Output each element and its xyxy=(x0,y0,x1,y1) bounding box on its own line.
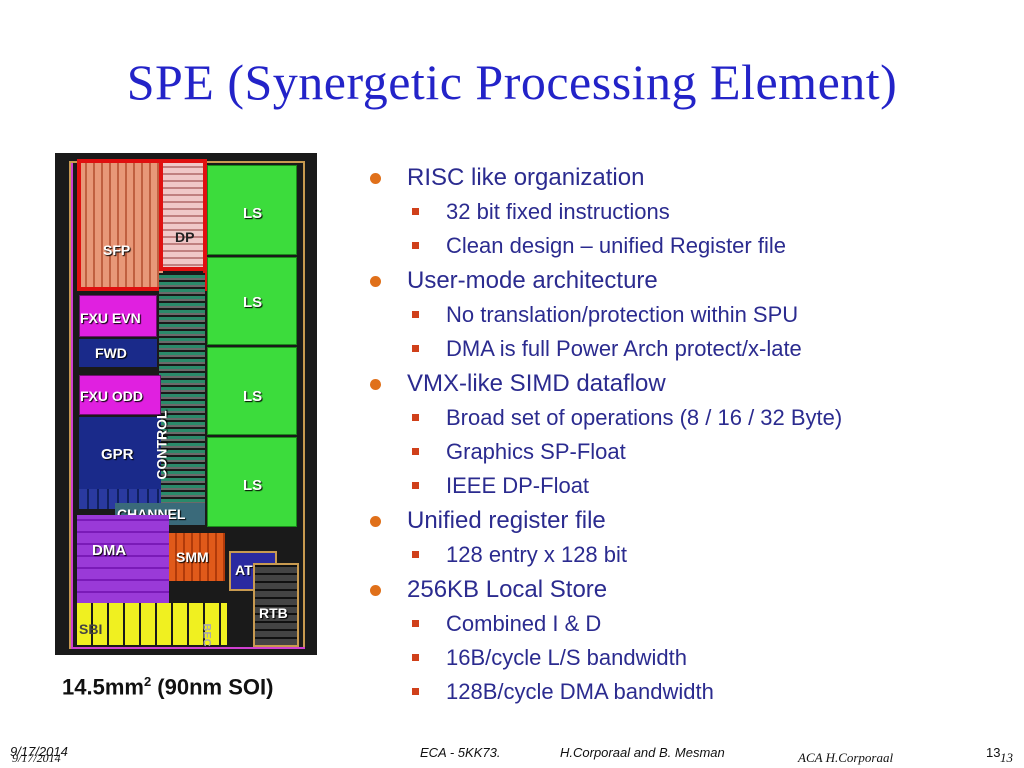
gpr-label: GPR xyxy=(101,446,134,463)
ls-label-4: LS xyxy=(243,477,263,494)
bullet-item: VMX-like SIMD dataflow xyxy=(370,366,1010,401)
smm-block xyxy=(169,533,225,581)
footer-date: 9/17/2014 xyxy=(10,744,68,759)
ls-block-3 xyxy=(207,347,297,435)
gpr-block xyxy=(79,417,161,489)
caption-main: 14.5mm xyxy=(62,674,144,700)
ls-label-2: LS xyxy=(243,294,263,311)
footer-authors: H.Corporaal and B. Mesman xyxy=(560,745,725,760)
fxu-evn-block xyxy=(79,295,157,337)
die-outline xyxy=(71,163,305,649)
ls-label-1: LS xyxy=(243,205,263,222)
sbi-block xyxy=(77,603,227,645)
footer-date-overlay: 9/17/2014 xyxy=(12,751,61,765)
sub-bullet-item: 128 entry x 128 bit xyxy=(370,538,1010,572)
fxu-odd-block xyxy=(79,375,161,415)
sub-bullet-item: 128B/cycle DMA bandwidth xyxy=(370,675,1010,709)
caption-rest: (90nm SOI) xyxy=(151,674,274,700)
sub-bullet-item: Broad set of operations (8 / 16 / 32 Byt… xyxy=(370,401,1010,435)
sub-bullet-item: Combined I & D xyxy=(370,607,1010,641)
fxu-evn-label: FXU EVN xyxy=(80,310,141,326)
control-region xyxy=(159,273,205,509)
sub-bullet-item: 32 bit fixed instructions xyxy=(370,195,1010,229)
fxu-odd-label: FXU ODD xyxy=(80,388,143,404)
sub-bullet-item: IEEE DP-Float xyxy=(370,469,1010,503)
sbi-label: SBI xyxy=(79,621,103,637)
sfp-label: SFP xyxy=(103,242,131,258)
dp-block xyxy=(163,163,203,271)
sub-bullet-item: Clean design – unified Register file xyxy=(370,229,1010,263)
bullet-item: User-mode architecture xyxy=(370,263,1010,298)
rtb-block xyxy=(253,563,299,647)
ls-block-2 xyxy=(207,257,297,345)
ls-block-1 xyxy=(207,165,297,255)
sfp-block xyxy=(79,163,163,289)
fwd-block xyxy=(79,339,157,367)
sub-bullet-item: No translation/protection within SPU xyxy=(370,298,1010,332)
bullet-list: RISC like organization 32 bit fixed inst… xyxy=(370,160,1010,709)
footer-page: 13 xyxy=(986,745,1001,760)
bullet-item: RISC like organization xyxy=(370,160,1010,195)
dma-label: DMA xyxy=(92,542,127,559)
sub-bullet-item: DMA is full Power Arch protect/x-late xyxy=(370,332,1010,366)
dp-label: DP xyxy=(175,229,195,245)
footer-page-overlay: 13 xyxy=(1000,750,1013,765)
die-caption: 14.5mm2 (90nm SOI) xyxy=(62,674,273,700)
control-label: CONTROL xyxy=(153,410,170,480)
slide-title: SPE (Synergetic Processing Element) xyxy=(126,54,898,110)
caption-superscript: 2 xyxy=(143,674,152,689)
sub-bullet-item: 16B/cycle L/S bandwidth xyxy=(370,641,1010,675)
ls-block-4 xyxy=(207,437,297,527)
rtb-label: RTB xyxy=(259,605,288,621)
bullet-item: Unified register file xyxy=(370,503,1010,538)
smm-label: SMM xyxy=(176,549,209,565)
dp-highlight xyxy=(159,159,207,271)
fwd-label: FWD xyxy=(95,345,127,361)
sub-bullet-item: Graphics SP-Float xyxy=(370,435,1010,469)
dma-block xyxy=(77,515,169,603)
footer-aca: ACA H.Corporaal xyxy=(798,750,894,765)
ls-label-3: LS xyxy=(243,388,263,405)
footer-course: ECA - 5KK73. xyxy=(420,745,501,760)
bullet-item: 256KB Local Store xyxy=(370,572,1010,607)
die-photo: LS LS LS LS SFP DP FXU EVN FWD FXU ODD G… xyxy=(55,153,317,655)
bec-label: BEC xyxy=(200,623,213,647)
